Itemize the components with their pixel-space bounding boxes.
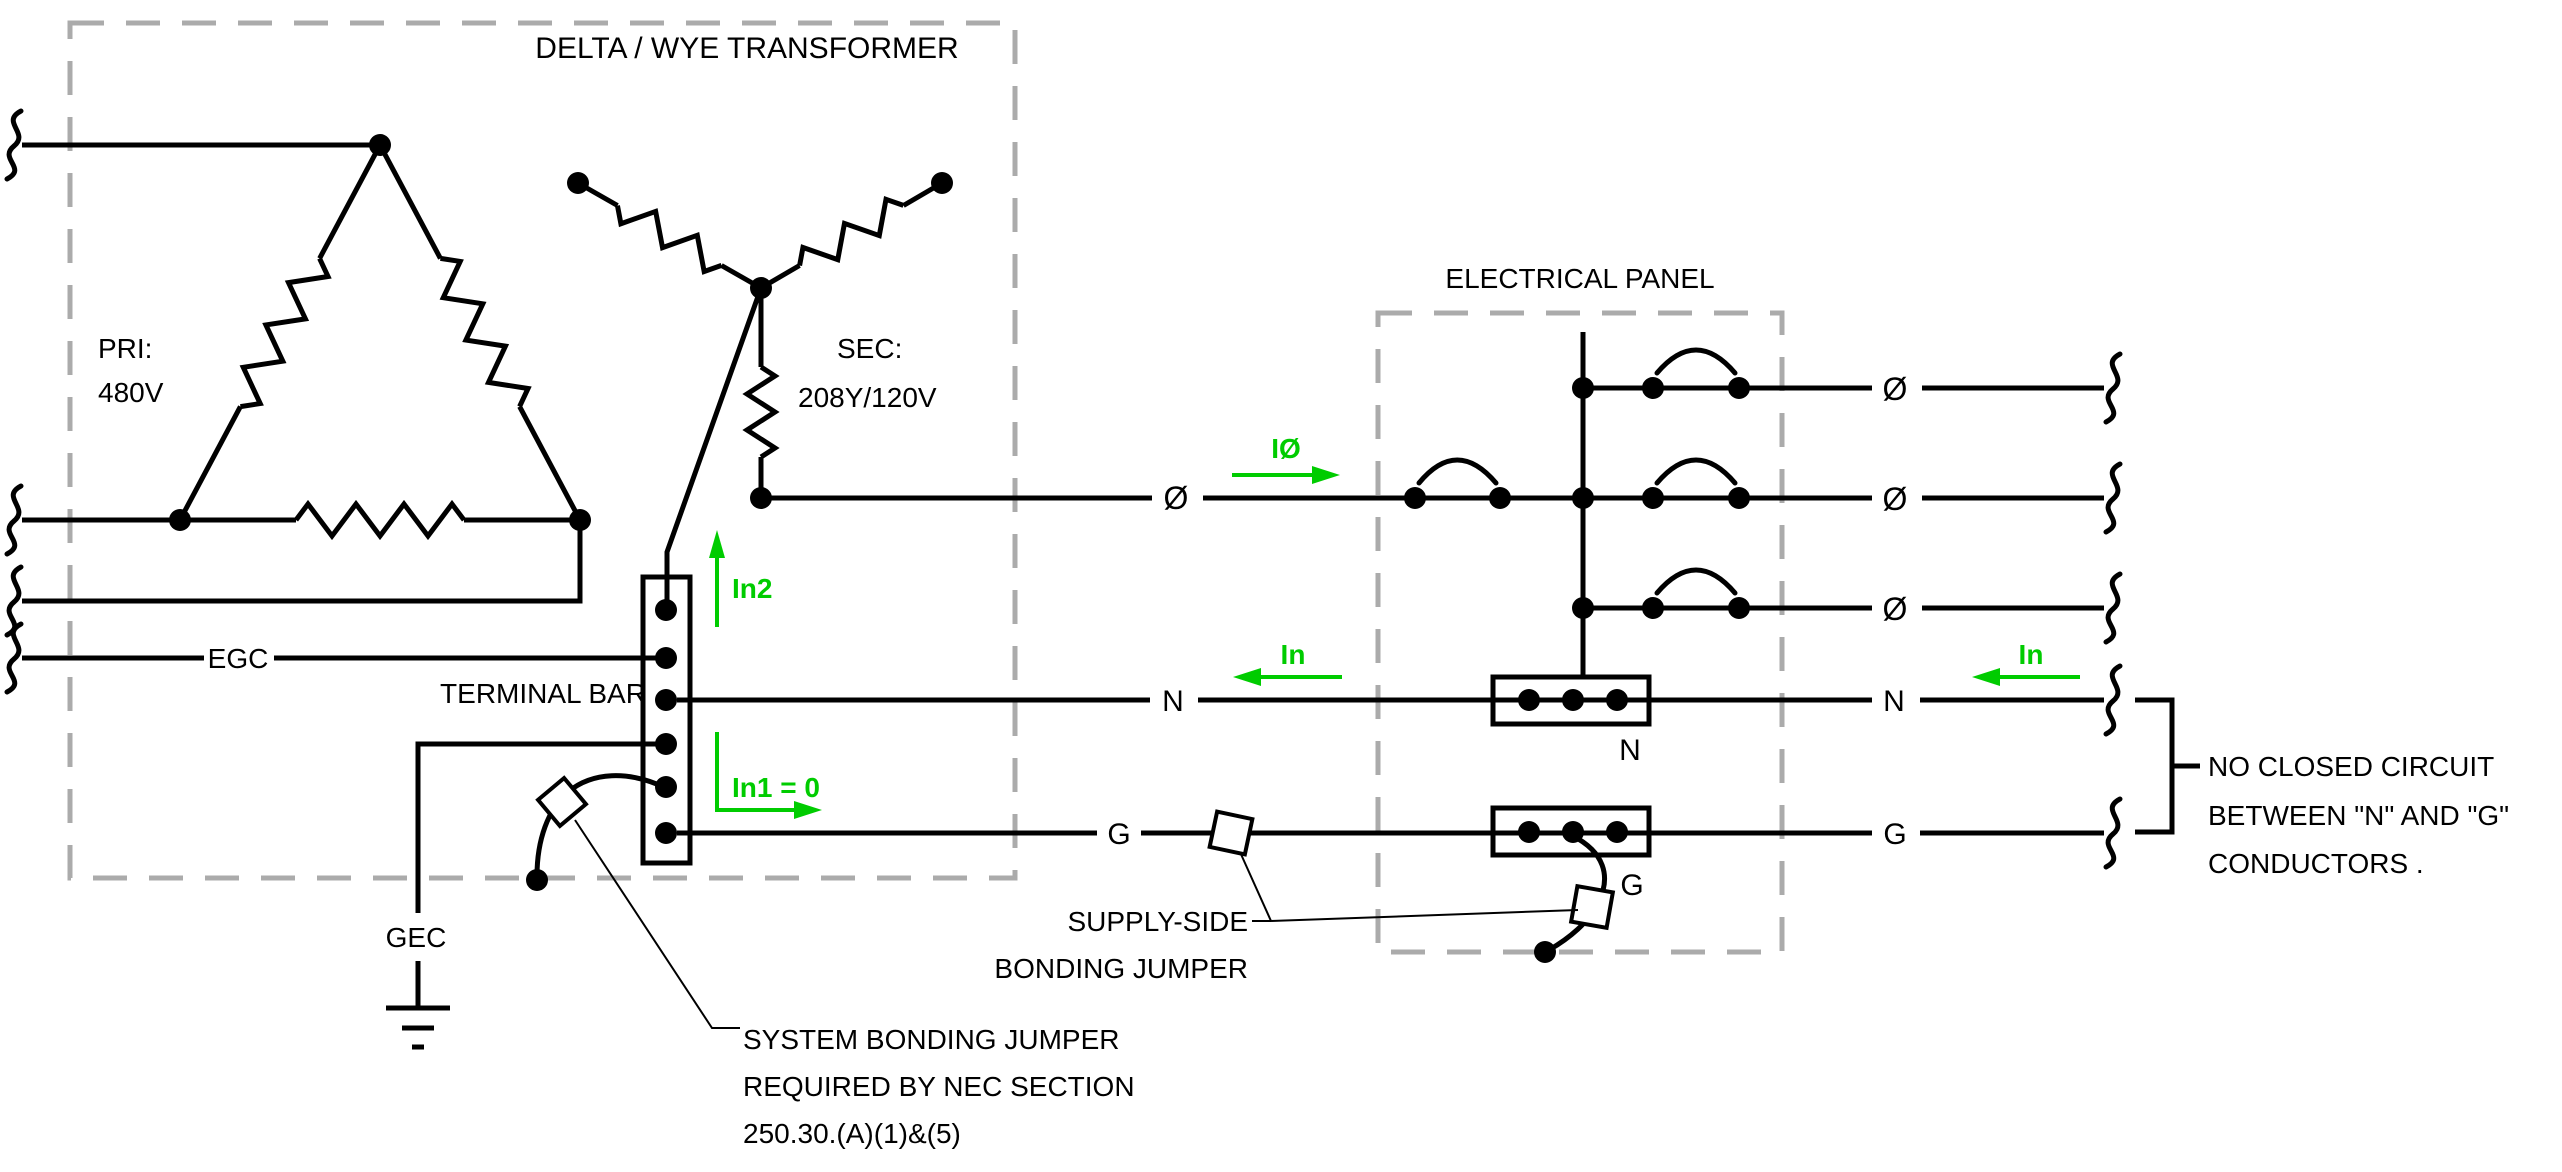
- no-closed-circuit-note-line2: BETWEEN "N" AND "G": [2208, 800, 2509, 831]
- supply-bonding-jumper-marker-curve: [1568, 883, 1616, 931]
- phase-label-row3: Ø: [1883, 591, 1908, 627]
- gec-label: GEC: [386, 922, 447, 953]
- primary-neutral-current-label: In1 = 0: [732, 772, 820, 803]
- system-bonding-jumper-note-line2: REQUIRED BY NEC SECTION: [743, 1071, 1135, 1102]
- system-bonding-jumper-leader: [574, 819, 740, 1029]
- phase-current-arrow: [1232, 466, 1340, 484]
- phase-label-row1: Ø: [1883, 371, 1908, 407]
- terminal-bar: [640, 574, 693, 866]
- neutral-current-arrow-right: [1972, 668, 2080, 686]
- breaker-terminal-dots: [1404, 377, 1750, 619]
- primary-phase-return-wire: [22, 520, 583, 604]
- neutral-busbar: [1490, 674, 1652, 727]
- panel-title: ELECTRICAL PANEL: [1445, 263, 1714, 294]
- conductor-break-icon: [2103, 351, 2123, 870]
- neutral-label-left: N: [1162, 685, 1184, 718]
- neutral-current-label-right: In: [2019, 639, 2044, 670]
- phase-current-label: IØ: [1271, 433, 1301, 464]
- phase-label-row2: Ø: [1883, 481, 1908, 517]
- ground-busbar: [1490, 805, 1652, 858]
- delta-winding: [22, 134, 591, 541]
- no-closed-circuit-note-line3: CONDUCTORS .: [2208, 848, 2424, 879]
- terminal-bar-label: TERMINAL BAR: [440, 678, 646, 709]
- neutral-current-label-mid: In: [1281, 639, 1306, 670]
- neutral-busbar-label: N: [1619, 734, 1641, 767]
- secondary-rating-label-line2: 208Y/120V: [798, 382, 937, 413]
- ground-label-right: G: [1883, 818, 1906, 851]
- earth-ground-icon: [386, 1005, 450, 1050]
- panel-enclosure-box: [1375, 310, 1785, 955]
- phase-label-left: Ø: [1164, 480, 1189, 516]
- system-bonding-jumper-marker: [535, 775, 589, 829]
- neutral-label-right: N: [1883, 685, 1905, 718]
- egc-label: EGC: [208, 643, 269, 674]
- conductor-break-icon: [4, 108, 24, 695]
- secondary-rating-label-line1: SEC:: [837, 333, 902, 364]
- supply-side-note-line1: SUPPLY-SIDE: [1067, 906, 1248, 937]
- secondary-neutral-current-label: In2: [732, 573, 772, 604]
- ground-busbar-label: G: [1620, 869, 1643, 902]
- gec-wire: [415, 741, 666, 1006]
- supply-side-bonding-jumper-leader: [1239, 851, 1579, 922]
- system-bonding-jumper-note-line1: SYSTEM BONDING JUMPER: [743, 1024, 1119, 1055]
- breaker-arc-icon: [1416, 347, 1738, 596]
- secondary-neutral-current-arrow: [709, 530, 725, 627]
- system-bonding-jumper-note-line3: 250.30.(A)(1)&(5): [743, 1118, 961, 1149]
- supply-side-bonding-jumper: [1534, 833, 1616, 963]
- supply-side-note-line2: BONDING JUMPER: [994, 953, 1248, 984]
- secondary-neutral-wire: [664, 287, 764, 612]
- primary-rating-label-line1: PRI:: [98, 333, 152, 364]
- ground-label-left: G: [1107, 818, 1130, 851]
- supply-bonding-jumper-marker-ground-wire: [1207, 809, 1255, 857]
- no-closed-circuit-note-line1: NO CLOSED CIRCUIT: [2208, 751, 2494, 782]
- wye-winding: [567, 172, 953, 509]
- system-bonding-jumper: [526, 773, 668, 891]
- no-closed-circuit-bracket: [2135, 697, 2200, 835]
- primary-rating-label-line2: 480V: [98, 377, 164, 408]
- primary-neutral-current-arrow: [715, 732, 822, 819]
- neutral-current-arrow-mid: [1233, 668, 1342, 686]
- transformer-title: DELTA / WYE TRANSFORMER: [535, 32, 958, 65]
